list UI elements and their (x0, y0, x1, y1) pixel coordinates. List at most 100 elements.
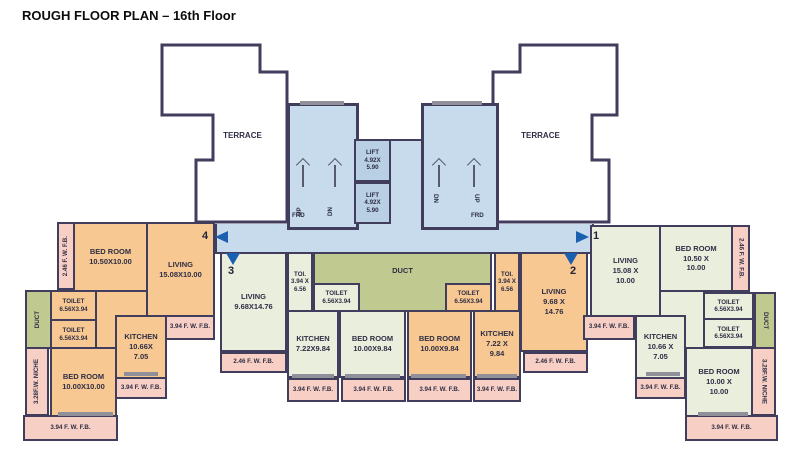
flowerbed-label: 2.46 F. W. F.B. (535, 358, 576, 366)
flat-marker-4-arrow-icon (215, 231, 228, 243)
room-label: KITCHEN (124, 332, 158, 342)
room-label: TOILET (325, 290, 348, 298)
room-label: TOILET (62, 298, 85, 306)
stair-dn-label: DN (327, 207, 334, 216)
stair-dn-label: DN (432, 194, 439, 203)
toi-flat2: TOI. 3.94 X 6.56 (494, 252, 520, 312)
lift-2: LIFT 4.92X 5.90 (354, 182, 391, 224)
duct-label: DUCT (392, 266, 413, 276)
lintel (124, 372, 158, 376)
duct-right: DUCT (754, 292, 776, 349)
room-dims: 6.56X3.94 (714, 333, 743, 340)
flowerbed-394-bottom-right: 3.94 F. W. F.B. (685, 415, 778, 441)
living-flat2: LIVING 9.68 X 14.76 (520, 252, 588, 352)
room-dims: 15.08X10.00 (159, 269, 202, 279)
duct-label: DUCT (762, 311, 770, 330)
lift-label: LIFT (365, 149, 380, 157)
room-dims: 10.00 X 10.00 (706, 377, 732, 396)
room-label: BED ROOM (89, 247, 132, 257)
room-label: BED ROOM (698, 367, 740, 377)
toilet-right-1: TOILET 6.56X3.94 (703, 292, 754, 320)
room-label: BED ROOM (351, 334, 394, 344)
bedroom-flat2: BED ROOM 10.00X9.84 (407, 310, 472, 378)
flowerbed-label: 3.94 F. W. F.B. (120, 383, 162, 391)
toilet-left-1: TOILET 6.56X3.94 (50, 290, 97, 321)
lintel (292, 374, 334, 378)
room-dims: 7.22 X 9.84 (486, 339, 508, 358)
hall-filler (684, 292, 705, 349)
lift-dims: 4.92X 5.90 (364, 156, 381, 172)
flowerbed-394: 3.94 F. W. F.B. (341, 378, 406, 402)
room-label: BED ROOM (418, 334, 461, 344)
toi-flat3: TOI. 3.94 X 6.56 (287, 252, 313, 312)
room-label: TOILET (717, 298, 740, 306)
room-label: TOI. (294, 270, 306, 278)
room-label: TOILET (717, 325, 740, 333)
room-dims: 10.50X10.00 (89, 257, 132, 266)
kitchen-flat1: KITCHEN 10.66 X 7.05 (635, 315, 686, 379)
room-dims: 6.56X3.94 (454, 297, 483, 305)
room-dims: 6.56X3.94 (714, 306, 743, 313)
lintel (58, 412, 113, 416)
living-flat4: LIVING 15.08X10.00 (146, 222, 215, 317)
flat-marker-3-arrow-icon (226, 253, 240, 265)
toilet-flat2: TOILET 6.56X3.94 (445, 283, 492, 312)
lintel (646, 372, 680, 376)
flowerbed-label: 3.94 F. W. F.B. (419, 385, 460, 393)
lift-1: LIFT 4.92X 5.90 (354, 139, 391, 182)
hall-filler (117, 291, 148, 317)
terrace-right-outline (491, 43, 619, 224)
flowerbed-label: 2.46 F. W. F.B. (233, 358, 274, 366)
flowerbed-394: 3.94 F. W. F.B. (115, 377, 167, 399)
flat-marker-1-arrow-icon (576, 231, 589, 243)
room-dims: 10.00X9.84 (353, 344, 392, 353)
bedroom-flat1: BED ROOM 10.00 X 10.00 (685, 347, 753, 417)
lintel (477, 374, 517, 378)
flowerbed-394: 3.94 F. W. F.B. (407, 378, 472, 402)
room-label: BED ROOM (62, 372, 105, 382)
flowerbed-246: 2.46 F. W. F.B. (523, 352, 588, 373)
flowerbed-label: 3.94 F. W. F.B. (476, 385, 518, 393)
niche-right: 3.28F.W. NICHE (751, 347, 776, 416)
flowerbed-label: 3.94 F. W. F.B. (353, 385, 394, 393)
room-dims: 10.00X9.84 (420, 344, 459, 353)
room-label: TOI. (501, 270, 513, 278)
flowerbed-label: 2.46 F. W. F.B. (61, 235, 69, 277)
flowerbed-246: 2.46 F. W. F.B. (220, 352, 287, 373)
flowerbed-label: 3.94 F. W. F.B. (640, 383, 681, 391)
room-label: LIVING (240, 292, 266, 302)
room-dims: 9.68X14.76 (234, 302, 273, 311)
flowerbed-label: 3.94 F. W. F.B. (711, 423, 752, 431)
flowerbed-394-bottom-left: 3.94 F. W. F.B. (23, 415, 118, 441)
room-dims: 10.50 X 10.00 (683, 253, 709, 273)
flat-marker-2: 2 (570, 265, 577, 277)
lift-label: LIFT (365, 191, 380, 199)
stair-up-label: UP (473, 194, 480, 203)
niche-left: 3.28F.W. NICHE (25, 347, 49, 416)
lift-dims: 4.92X 5.90 (364, 199, 381, 214)
toilet-left-2: TOILET 6.56X3.94 (50, 319, 97, 350)
room-label: TOILET (457, 290, 480, 298)
niche-label: 3.28F.W. NICHE (760, 358, 768, 405)
room-dims: 10.00X10.00 (62, 382, 105, 391)
stair-arrow-stem (302, 165, 304, 187)
kitchen-flat3: KITCHEN 7.22X9.84 (287, 310, 339, 378)
room-dims: 10.66X 7.05 (129, 342, 153, 361)
room-label: LIVING (612, 256, 638, 266)
room-dims: 6.56X3.94 (322, 297, 351, 305)
frd-label: FRD (292, 212, 305, 219)
lintel (300, 101, 344, 105)
stair-arrow-stem (438, 165, 440, 187)
lintel (432, 101, 482, 105)
room-dims: 3.94 X 6.56 (498, 278, 516, 293)
room-label: KITCHEN (296, 334, 330, 344)
room-dims: 15.08 X 10.00 (612, 266, 639, 285)
flowerbed-394: 3.94 F. W. F.B. (583, 315, 635, 340)
flowerbed-394: 3.94 F. W. F.B. (165, 315, 215, 340)
flowerbed-label: 3.94 F. W. F.B. (292, 385, 334, 393)
kitchen-flat4: KITCHEN 10.66X 7.05 (115, 315, 167, 379)
flowerbed-394: 3.94 F. W. F.B. (635, 377, 686, 399)
toilet-right-2: TOILET 6.56X3.94 (703, 318, 754, 348)
room-label: KITCHEN (643, 332, 678, 342)
